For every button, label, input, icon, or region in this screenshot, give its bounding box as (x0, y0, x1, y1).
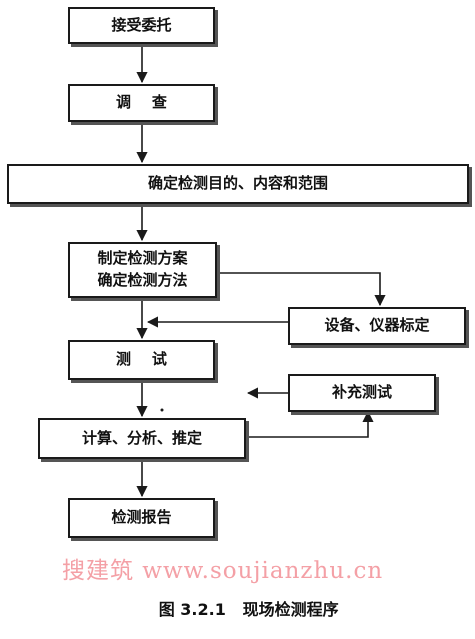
flowchart-canvas: 接受委托 调 查 确定检测目的、内容和范围 制定检测方案 确定检测方法 设备、仪… (7, 7, 469, 619)
marker-dot (160, 408, 164, 412)
step-determine-purpose: 确定检测目的、内容和范围 (7, 164, 469, 204)
watermark-text: 搜建筑 www.soujianzhu.cn (62, 558, 384, 584)
step-calculate-analyze-label: 计算、分析、推定 (81, 428, 202, 447)
figure-caption: 图 3.2.1 现场检测程序 (0, 577, 475, 639)
step-report-label: 检测报告 (111, 508, 172, 527)
step-accept-commission-label: 接受委托 (111, 15, 172, 34)
step-supplementary-test: 补充测试 (288, 374, 436, 412)
step-investigate-label: 调 查 (116, 93, 167, 112)
step-test-label: 测 试 (116, 350, 167, 369)
arrow-analysis-to-supplement (246, 410, 374, 438)
figure-number: 图 3.2.1 (158, 600, 226, 619)
step-report: 检测报告 (68, 498, 215, 538)
step-equipment-calibration-label: 设备、仪器标定 (324, 316, 430, 335)
flowchart-connectors (136, 44, 386, 498)
step-make-plan: 制定检测方案 确定检测方法 (68, 242, 217, 298)
step-make-plan-label-1: 制定检测方案 (97, 249, 188, 268)
step-supplementary-test-label: 补充测试 (331, 383, 392, 402)
step-investigate: 调 查 (68, 84, 215, 122)
step-determine-purpose-label: 确定检测目的、内容和范围 (147, 174, 328, 193)
step-calculate-analyze: 计算、分析、推定 (38, 418, 246, 459)
step-make-plan-label-2: 确定检测方法 (97, 271, 188, 289)
step-accept-commission: 接受委托 (68, 7, 215, 44)
step-test: 测 试 (68, 340, 215, 380)
step-equipment-calibration: 设备、仪器标定 (288, 307, 466, 345)
figure-title: 现场检测程序 (242, 600, 339, 619)
arrow-plan-to-calibration (217, 272, 386, 307)
